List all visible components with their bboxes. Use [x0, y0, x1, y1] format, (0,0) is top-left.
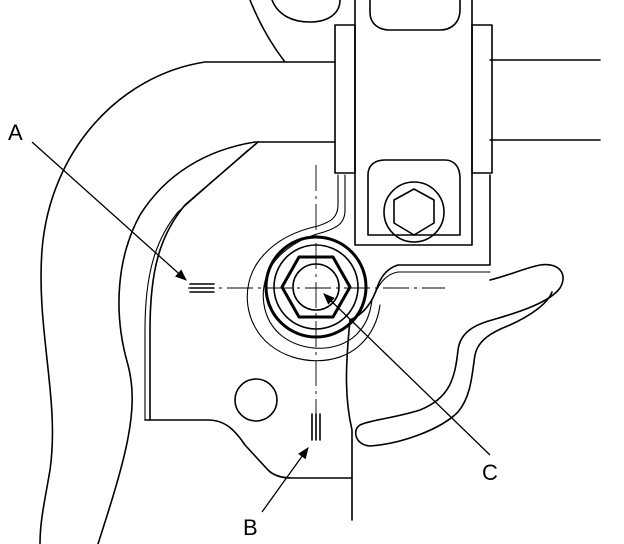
bracket-edge	[144, 141, 259, 421]
right-arm	[349, 174, 491, 321]
upper-tab	[249, 0, 341, 63]
label-a: A	[8, 120, 23, 145]
center-lines	[188, 165, 445, 420]
leader-a	[31, 141, 187, 281]
lever	[354, 263, 564, 447]
leader-c	[323, 293, 491, 456]
label-b: B	[243, 515, 258, 540]
clamp-bolt	[383, 181, 445, 243]
bracket-hole	[234, 378, 278, 422]
bracket-body	[345, 319, 353, 521]
outer-hose	[39, 61, 336, 544]
alignment-mark-vertical	[311, 413, 321, 441]
rod	[489, 59, 601, 141]
clamp-collar	[334, 0, 493, 246]
leader-b	[261, 447, 309, 513]
label-c: C	[482, 460, 498, 485]
bolt-boss	[246, 174, 491, 362]
lower-plate	[144, 419, 353, 479]
alignment-mark-horizontal	[189, 283, 215, 293]
